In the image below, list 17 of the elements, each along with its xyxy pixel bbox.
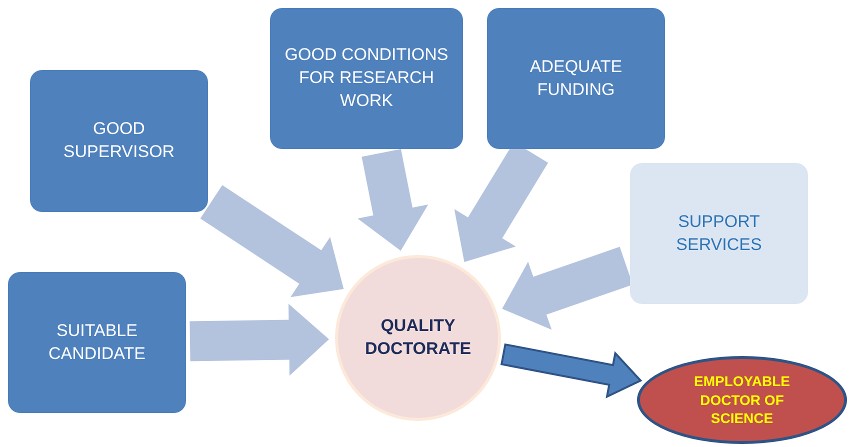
process-box	[8, 272, 186, 413]
process-box	[630, 163, 808, 304]
node-label: ADEQUATE FUNDING	[528, 56, 624, 100]
block-arrow	[358, 149, 428, 251]
node-label: GOOD SUPERVISOR	[62, 118, 176, 163]
node-label: SUPPORT SERVICES	[675, 210, 763, 256]
node-label: SUITABLE CANDIDATE	[48, 320, 146, 364]
block-arrow	[500, 343, 642, 398]
process-box	[487, 8, 665, 149]
node-label: GOOD CONDITIONS FOR RESEARCH WORK	[284, 44, 450, 112]
block-arrow	[502, 246, 633, 330]
node-label: QUALITY DOCTORATE	[364, 315, 472, 360]
process-box	[270, 8, 463, 149]
block-arrow	[200, 185, 344, 298]
node-label: EMPLOYABLE DOCTOR OF SCIENCE	[693, 372, 791, 428]
process-box	[30, 70, 208, 212]
block-arrow	[190, 304, 329, 376]
